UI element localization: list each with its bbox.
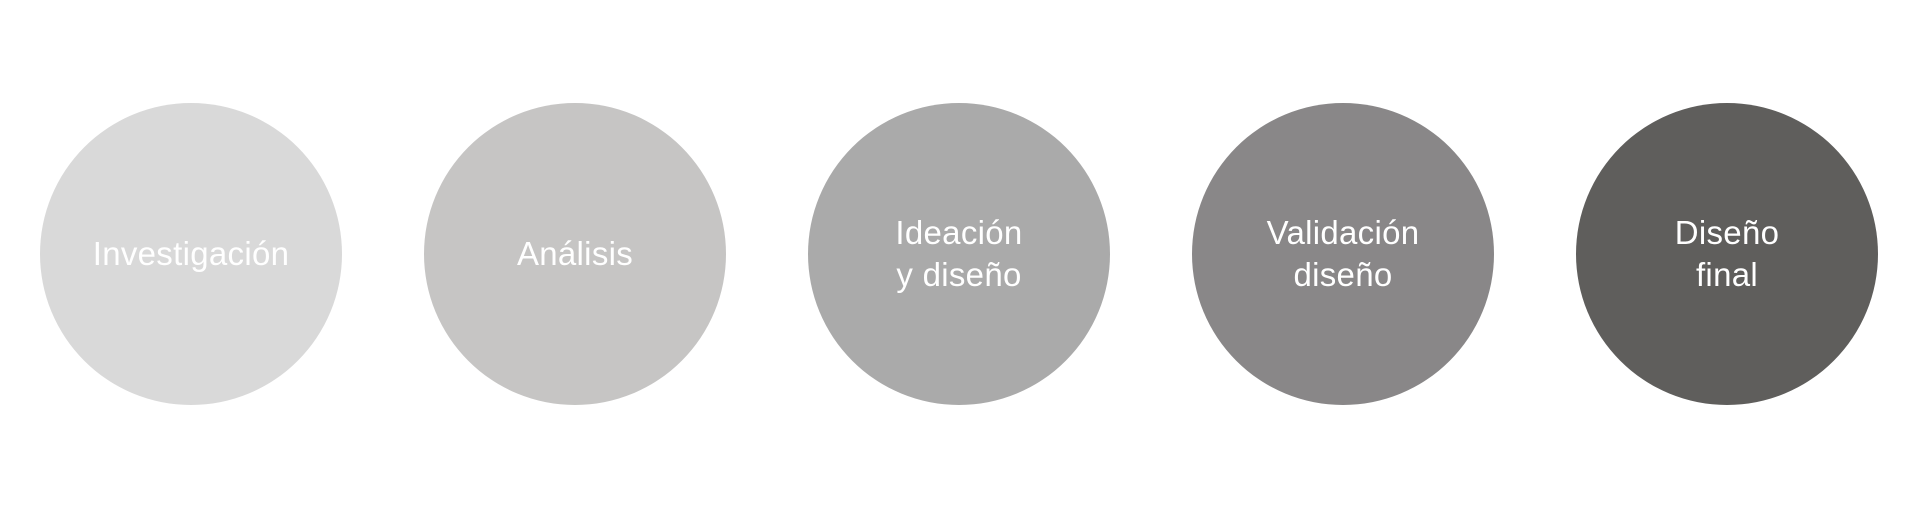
step-investigacion: Investigación	[40, 103, 342, 405]
step-ideacion-y-diseno: Ideación y diseño	[808, 103, 1110, 405]
step-label: Investigación	[92, 235, 290, 272]
step-validacion-diseno: Validación diseño	[1192, 103, 1494, 405]
step-label: Validación diseño	[1266, 214, 1420, 293]
step-label: Ideación y diseño	[895, 214, 1023, 293]
step-diseno-final: Diseño final	[1576, 103, 1878, 405]
step-analisis: Análisis	[424, 103, 726, 405]
step-label: Análisis	[516, 235, 634, 272]
step-label: Diseño final	[1674, 214, 1780, 293]
